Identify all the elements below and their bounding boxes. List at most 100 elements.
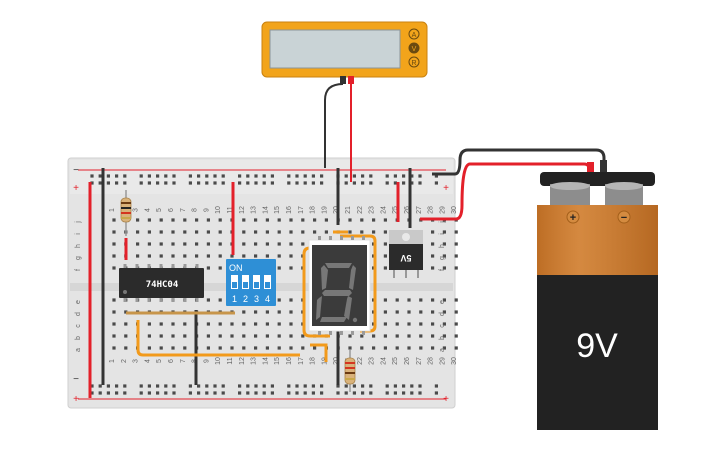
breadboard-hole[interactable] [147, 174, 151, 178]
breadboard-hole[interactable] [206, 242, 210, 246]
breadboard-hole[interactable] [277, 254, 281, 258]
breadboard-hole[interactable] [171, 254, 175, 258]
breadboard-hole[interactable] [402, 174, 406, 178]
breadboard-hole[interactable] [195, 218, 199, 222]
breadboard-hole[interactable] [254, 310, 258, 314]
breadboard-hole[interactable] [147, 242, 151, 246]
breadboard-hole[interactable] [242, 310, 246, 314]
breadboard-hole[interactable] [188, 174, 192, 178]
breadboard-hole[interactable] [183, 346, 187, 350]
breadboard-hole[interactable] [289, 334, 293, 338]
breadboard-hole[interactable] [112, 230, 116, 234]
battery-negative-terminal[interactable]: − [617, 210, 631, 224]
breadboard-hole[interactable] [159, 346, 163, 350]
breadboard-hole[interactable] [265, 334, 269, 338]
breadboard-hole[interactable] [454, 254, 458, 258]
wire-black-probe-top[interactable] [324, 83, 344, 101]
breadboard-hole[interactable] [171, 334, 175, 338]
breadboard-hole[interactable] [395, 334, 399, 338]
breadboard-hole[interactable] [383, 298, 387, 302]
breadboard-hole[interactable] [124, 334, 128, 338]
breadboard-hole[interactable] [352, 384, 356, 388]
breadboard-hole[interactable] [123, 181, 127, 185]
breadboard-hole[interactable] [164, 174, 168, 178]
breadboard-hole[interactable] [147, 181, 151, 185]
breadboard-hole[interactable] [277, 298, 281, 302]
breadboard-hole[interactable] [431, 242, 435, 246]
breadboard-hole[interactable] [115, 384, 119, 388]
breadboard-hole[interactable] [246, 384, 250, 388]
breadboard-hole[interactable] [320, 384, 324, 388]
breadboard-hole[interactable] [254, 384, 258, 388]
breadboard-hole[interactable] [270, 391, 274, 395]
breadboard-hole[interactable] [254, 322, 258, 326]
breadboard-hole[interactable] [188, 181, 192, 185]
breadboard-hole[interactable] [277, 230, 281, 234]
breadboard-hole[interactable] [206, 298, 210, 302]
breadboard-hole[interactable] [171, 242, 175, 246]
breadboard-hole[interactable] [90, 384, 94, 388]
breadboard-hole[interactable] [289, 254, 293, 258]
breadboard-hole[interactable] [147, 322, 151, 326]
breadboard-hole[interactable] [407, 346, 411, 350]
breadboard-hole[interactable] [270, 181, 274, 185]
breadboard-hole[interactable] [171, 230, 175, 234]
breadboard-hole[interactable] [159, 322, 163, 326]
breadboard-hole[interactable] [147, 218, 151, 222]
breadboard-hole[interactable] [254, 174, 258, 178]
breadboard-hole[interactable] [183, 218, 187, 222]
breadboard-hole[interactable] [289, 298, 293, 302]
breadboard-hole[interactable] [265, 346, 269, 350]
breadboard-hole[interactable] [418, 391, 422, 395]
breadboard-hole[interactable] [221, 181, 225, 185]
breadboard-hole[interactable] [442, 322, 446, 326]
breadboard-hole[interactable] [230, 334, 234, 338]
breadboard-hole[interactable] [352, 181, 356, 185]
breadboard-hole[interactable] [195, 230, 199, 234]
breadboard-hole[interactable] [289, 266, 293, 270]
breadboard-hole[interactable] [303, 384, 307, 388]
breadboard-hole[interactable] [242, 218, 246, 222]
breadboard-hole[interactable] [171, 346, 175, 350]
breadboard-hole[interactable] [136, 254, 140, 258]
breadboard-hole[interactable] [254, 242, 258, 246]
breadboard-hole[interactable] [431, 298, 435, 302]
breadboard-hole[interactable] [431, 334, 435, 338]
breadboard-hole[interactable] [313, 346, 317, 350]
breadboard-hole[interactable] [197, 174, 201, 178]
breadboard-hole[interactable] [139, 391, 143, 395]
probe-black-terminal[interactable] [340, 76, 346, 84]
breadboard-hole[interactable] [442, 230, 446, 234]
breadboard-hole[interactable] [156, 181, 160, 185]
breadboard-hole[interactable] [112, 322, 116, 326]
mode-r-button[interactable]: R [408, 56, 420, 68]
breadboard-hole[interactable] [395, 322, 399, 326]
breadboard-hole[interactable] [270, 174, 274, 178]
breadboard-hole[interactable] [139, 384, 143, 388]
breadboard-hole[interactable] [431, 310, 435, 314]
breadboard-hole[interactable] [295, 174, 299, 178]
breadboard-hole[interactable] [289, 346, 293, 350]
breadboard-hole[interactable] [183, 322, 187, 326]
breadboard-hole[interactable] [454, 322, 458, 326]
breadboard-hole[interactable] [206, 266, 210, 270]
breadboard-hole[interactable] [454, 346, 458, 350]
breadboard-hole[interactable] [156, 174, 160, 178]
breadboard-hole[interactable] [431, 266, 435, 270]
breadboard-hole[interactable] [301, 346, 305, 350]
breadboard-hole[interactable] [136, 242, 140, 246]
breadboard-hole[interactable] [205, 174, 209, 178]
breadboard-hole[interactable] [454, 334, 458, 338]
breadboard-hole[interactable] [147, 384, 151, 388]
breadboard-hole[interactable] [123, 391, 127, 395]
breadboard-hole[interactable] [106, 181, 110, 185]
breadboard-hole[interactable] [402, 391, 406, 395]
breadboard-hole[interactable] [218, 298, 222, 302]
breadboard-hole[interactable] [393, 181, 397, 185]
battery-9v[interactable]: + − 9V [537, 160, 658, 430]
breadboard-hole[interactable] [383, 266, 387, 270]
breadboard-hole[interactable] [159, 230, 163, 234]
breadboard-hole[interactable] [454, 242, 458, 246]
breadboard-hole[interactable] [112, 298, 116, 302]
